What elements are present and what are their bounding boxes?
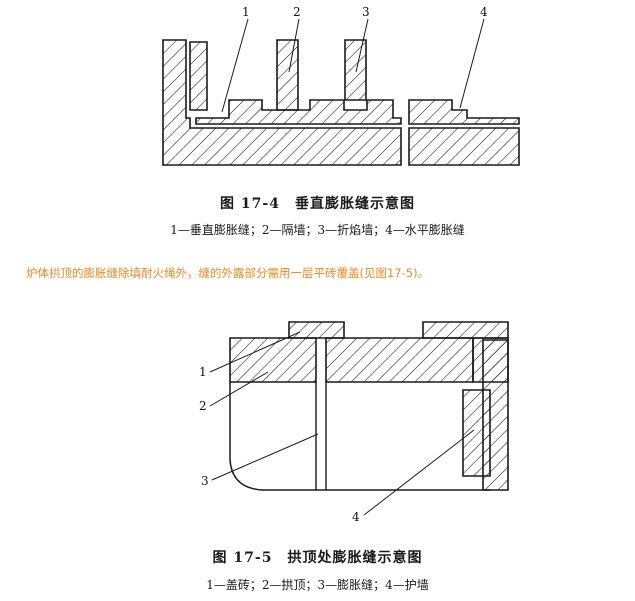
callout-leaders (221, 18, 485, 113)
callout-1: 1 (242, 5, 250, 19)
figure-17-5: 1 2 3 4 图 17-5 拱顶处膨胀缝示意图 1—盖砖；2—拱顶；3—膨胀缝… (0, 300, 635, 601)
callout-4: 4 (480, 5, 488, 19)
arch-right (325, 337, 474, 383)
arch-expansion-joint-diagram: 1 2 3 4 (199, 321, 509, 524)
callout-1: 1 (199, 365, 207, 379)
figure-title: 图 17-4 垂直膨胀缝示意图 (220, 196, 415, 212)
arch-left (229, 337, 317, 383)
callout-2: 2 (199, 399, 207, 413)
callout-3: 3 (362, 5, 370, 19)
figure-legend: 1—盖砖；2—拱顶；3—膨胀缝；4—护墙 (206, 578, 429, 592)
furnace-lining-outline (229, 382, 490, 491)
callout-4: 4 (352, 510, 360, 524)
cover-brick-right (422, 321, 509, 339)
figure-17-4: 1 2 3 4 图 17-4 垂直膨胀缝示意图 1—垂直膨胀缝；2—隔墙；3—折… (0, 0, 635, 245)
figure-legend: 1—垂直膨胀缝；2—隔墙；3—折焰墙；4—水平膨胀缝 (170, 223, 465, 237)
expansion-joint (315, 382, 327, 490)
callout-2: 2 (293, 5, 301, 19)
guard-wall (462, 389, 491, 477)
callout-3: 3 (201, 474, 209, 488)
figure-title: 图 17-5 拱顶处膨胀缝示意图 (212, 550, 423, 566)
body-paragraph: 炉体拱顶的膨胀缝除填耐火绳外，缝的外露部分需用一层平砖覆盖(见图17-5)。 (26, 266, 430, 280)
vertical-expansion-joint-diagram: 1 2 3 4 (162, 5, 520, 166)
wall-section (162, 39, 520, 166)
cover-brick-left (288, 321, 345, 339)
callout-leaders (209, 331, 475, 516)
